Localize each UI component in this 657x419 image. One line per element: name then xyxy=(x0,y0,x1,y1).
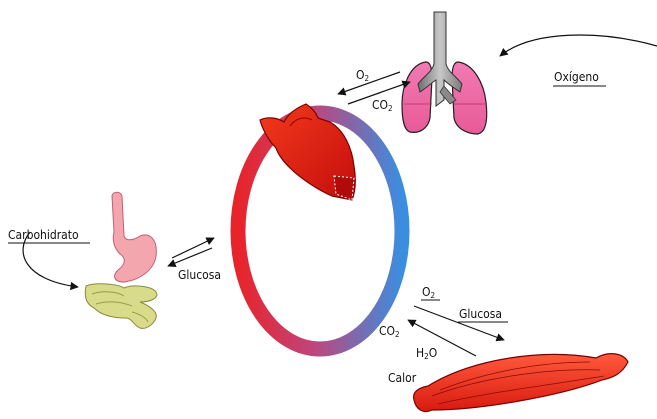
carbohidrato-label: Carbohidrato xyxy=(8,228,79,242)
calor-label: Calor xyxy=(388,371,416,385)
o2-lungs-label: O2 xyxy=(356,68,369,86)
co2-muscle-label: CO2 xyxy=(379,324,400,342)
digestive-system-icon xyxy=(85,192,157,328)
muscle-icon xyxy=(414,354,628,412)
glucosa-muscle-label: Glucosa xyxy=(459,307,502,321)
glucosa-digestive-label: Glucosa xyxy=(178,268,221,282)
lungs-icon xyxy=(402,12,487,134)
h2o-label: H2O xyxy=(416,346,437,364)
glucose-to-blood-arrow xyxy=(172,238,214,258)
co2-lungs-label: CO2 xyxy=(372,98,393,116)
oxigeno-label: Oxígeno xyxy=(554,70,599,84)
oxygen-inflow-arrow xyxy=(500,35,657,56)
o2-muscle-label: O2 xyxy=(422,285,435,303)
